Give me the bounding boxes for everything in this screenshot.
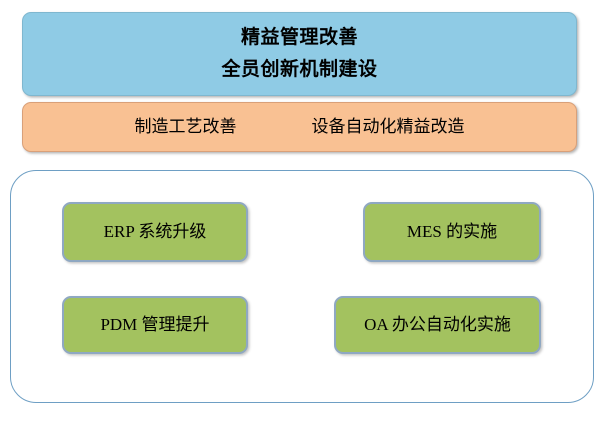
item-box-oa: OA 办公自动化实施: [334, 296, 541, 354]
item-box-pdm: PDM 管理提升: [62, 296, 248, 354]
item-label-erp: ERP 系统升级: [103, 221, 207, 241]
item-label-mes: MES 的实施: [406, 221, 498, 241]
item-box-erp: ERP 系统升级: [62, 202, 248, 262]
item-label-pdm: PDM 管理提升: [100, 314, 210, 334]
second-banner-item-2: 设备自动化精益改造: [311, 116, 465, 136]
top-banner-blue: 精益管理改善 全员创新机制建设: [22, 12, 577, 96]
item-box-mes: MES 的实施: [363, 202, 541, 262]
top-banner-line-2: 全员创新机制建设: [221, 58, 378, 80]
second-banner-item-1: 制造工艺改善: [134, 116, 237, 136]
top-banner-line-1: 精益管理改善: [240, 26, 358, 48]
item-label-oa: OA 办公自动化实施: [364, 314, 511, 334]
second-banner-orange: 制造工艺改善 设备自动化精益改造: [22, 102, 577, 152]
